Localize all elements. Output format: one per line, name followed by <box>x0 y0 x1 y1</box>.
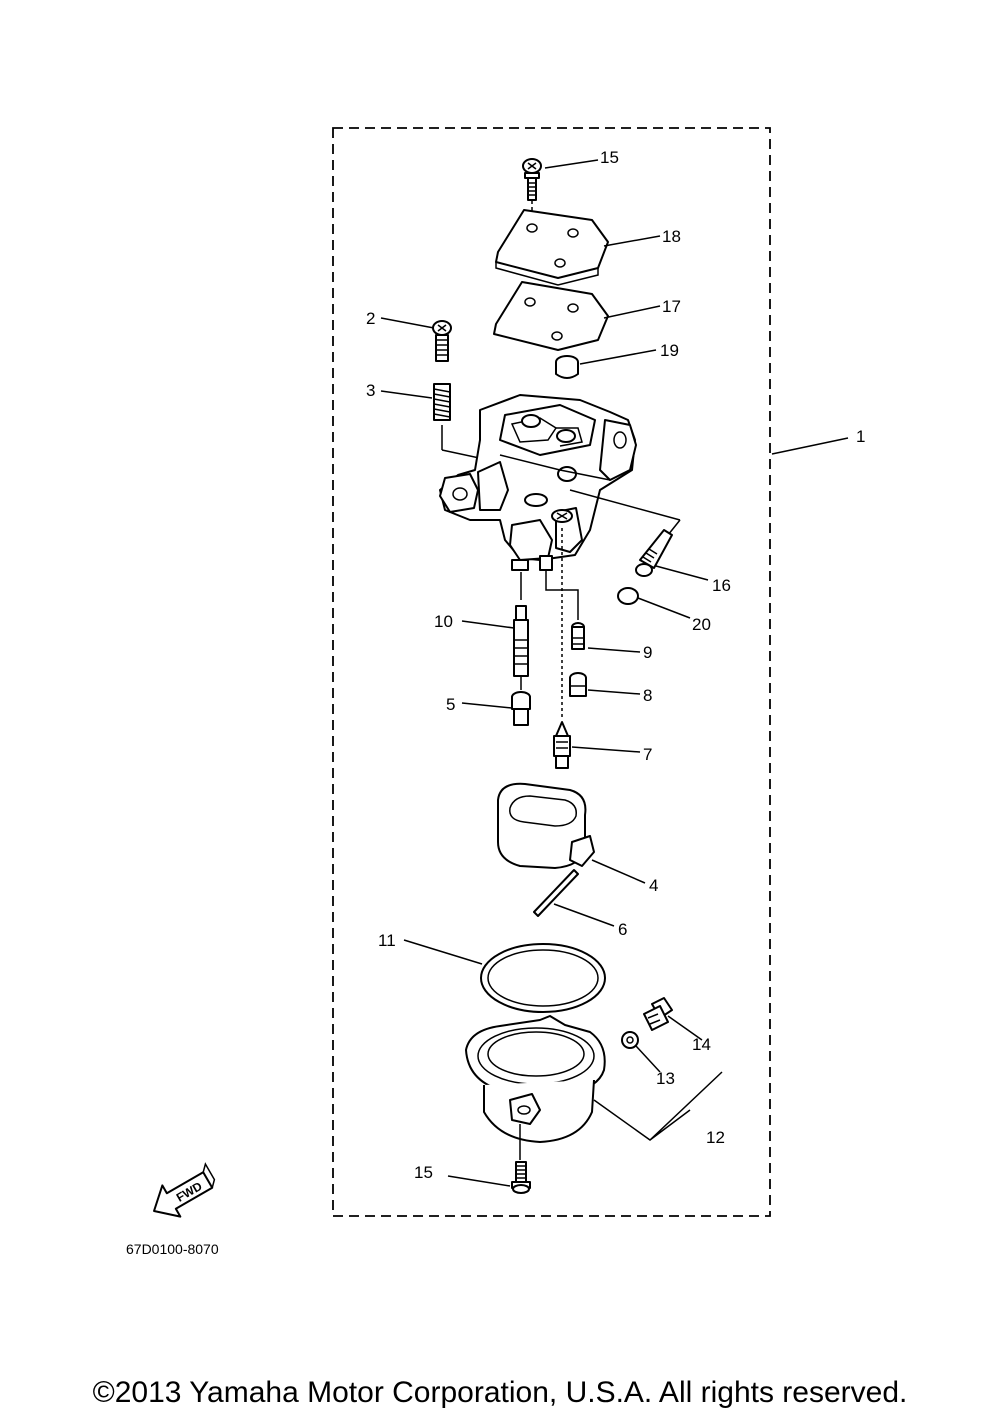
callout-16: 16 <box>712 576 731 595</box>
callout-9: 9 <box>643 643 652 662</box>
callout-15-top: 15 <box>600 148 619 167</box>
part-7-needle-valve <box>553 528 641 769</box>
assembly-boundary <box>332 127 771 1217</box>
callout-8: 8 <box>643 686 652 705</box>
callout-11: 11 <box>378 931 396 950</box>
callout-6: 6 <box>618 920 627 939</box>
callout-18: 18 <box>662 227 681 246</box>
callout-14: 14 <box>692 1035 711 1054</box>
part-18-cover-plate <box>495 209 661 286</box>
carburetor-body <box>439 394 637 571</box>
part-14-drain-screw <box>643 997 703 1041</box>
callout-2: 2 <box>366 309 375 328</box>
part-20-cap <box>617 587 691 619</box>
callout-4: 4 <box>649 876 658 895</box>
figure-code: 67D0100-8070 <box>126 1241 219 1257</box>
part-16-pilot-screw <box>569 489 709 581</box>
part-2-screw <box>380 317 452 362</box>
part-10-main-nozzle <box>461 572 529 690</box>
part-12-float-chamber <box>465 1015 723 1160</box>
callout-1: 1 <box>856 427 865 446</box>
callout-15-bottom: 15 <box>414 1163 433 1182</box>
callout-12: 12 <box>706 1128 725 1147</box>
callout-17: 17 <box>662 297 681 316</box>
callout-7: 7 <box>643 745 652 764</box>
callout-10: 10 <box>434 612 453 631</box>
part-17-gasket <box>493 281 661 351</box>
part-3-spring <box>380 383 536 490</box>
part-15-bottom-screw <box>447 1161 531 1194</box>
part-11-float-chamber-gasket <box>403 939 606 1013</box>
part-9-pilot-jet <box>545 570 641 653</box>
part-4-float <box>497 782 646 884</box>
part-8-plug <box>569 672 641 697</box>
callout-3: 3 <box>366 381 375 400</box>
copyright-notice: ©2013 Yamaha Motor Corporation, U.S.A. A… <box>92 1376 908 1409</box>
part-5-main-jet <box>461 691 531 726</box>
callout-5: 5 <box>446 695 455 714</box>
part-6-float-pin <box>533 869 615 927</box>
callout-20: 20 <box>692 615 711 634</box>
callout-19: 19 <box>660 341 679 360</box>
fwd-direction-arrow: FWD <box>153 1162 216 1218</box>
part-19-plug <box>555 349 657 379</box>
callout-13: 13 <box>656 1069 675 1088</box>
part-13-washer <box>621 1031 661 1073</box>
